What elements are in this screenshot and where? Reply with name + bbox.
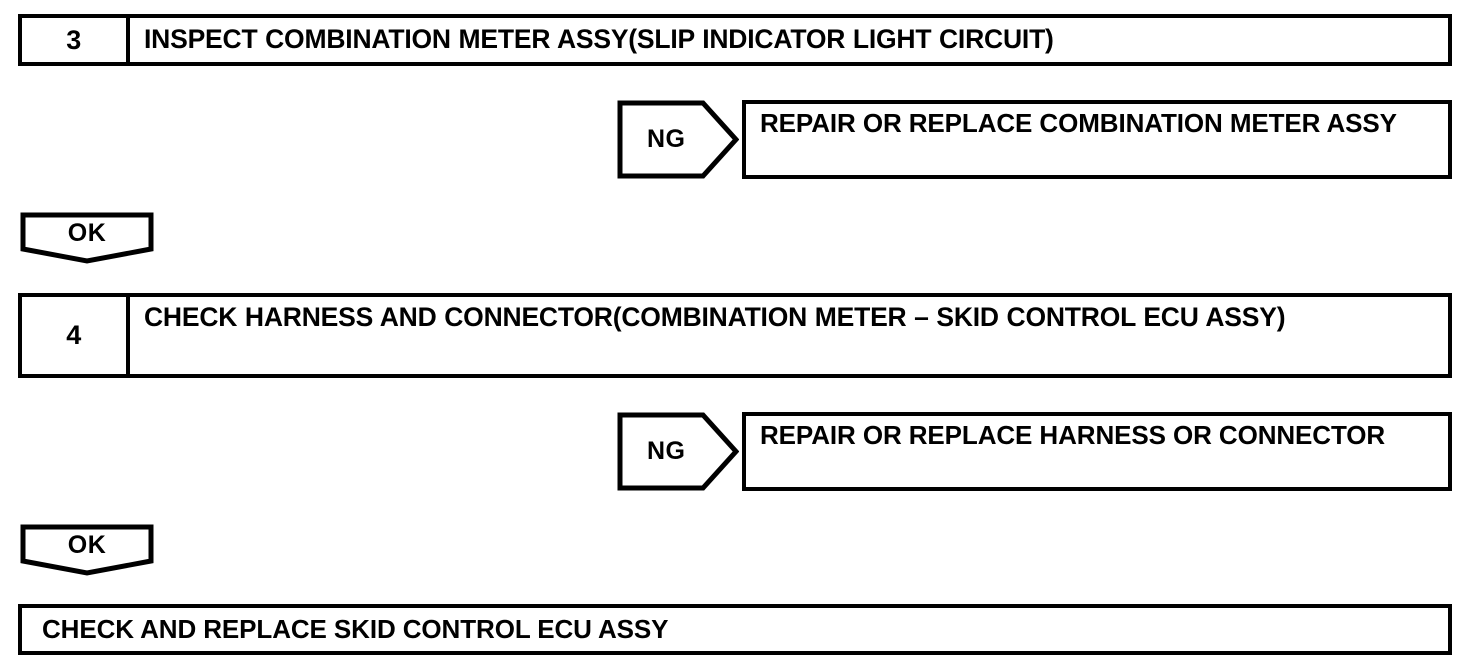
ok-tab-1[interactable]: OK bbox=[20, 212, 154, 264]
step-number-4: 4 bbox=[22, 297, 130, 374]
step-number-3: 3 bbox=[22, 18, 130, 62]
step-row-3[interactable]: 3 INSPECT COMBINATION METER ASSY(SLIP IN… bbox=[18, 14, 1452, 66]
ng-result-text-2: REPAIR OR REPLACE HARNESS OR CONNECTOR bbox=[760, 420, 1386, 450]
ng-result-box-1[interactable]: REPAIR OR REPLACE COMBINATION METER ASSY bbox=[742, 100, 1452, 179]
step-title-4: CHECK HARNESS AND CONNECTOR(COMBINATION … bbox=[144, 302, 1286, 332]
banner-down-pentagon-icon bbox=[20, 212, 154, 264]
arrow-right-pentagon-icon bbox=[617, 412, 739, 491]
ng-result-box-2[interactable]: REPAIR OR REPLACE HARNESS OR CONNECTOR bbox=[742, 412, 1452, 491]
banner-down-pentagon-icon bbox=[20, 524, 154, 576]
ng-label-1: NG bbox=[647, 125, 686, 153]
step-row-4[interactable]: 4 CHECK HARNESS AND CONNECTOR(COMBINATIO… bbox=[18, 293, 1452, 378]
ng-result-text-1: REPAIR OR REPLACE COMBINATION METER ASSY bbox=[760, 108, 1397, 138]
final-action-box[interactable]: CHECK AND REPLACE SKID CONTROL ECU ASSY bbox=[18, 604, 1452, 655]
step-title-3: INSPECT COMBINATION METER ASSY(SLIP INDI… bbox=[144, 24, 1054, 55]
ok-tab-2[interactable]: OK bbox=[20, 524, 154, 576]
ok-label-2: OK bbox=[67, 531, 107, 559]
ok-label-1: OK bbox=[67, 219, 107, 247]
ng-arrow-1[interactable]: NG bbox=[617, 100, 739, 179]
ng-label-2: NG bbox=[647, 437, 686, 465]
final-action-text: CHECK AND REPLACE SKID CONTROL ECU ASSY bbox=[42, 614, 669, 644]
arrow-right-pentagon-icon bbox=[617, 100, 739, 179]
ng-arrow-2[interactable]: NG bbox=[617, 412, 739, 491]
